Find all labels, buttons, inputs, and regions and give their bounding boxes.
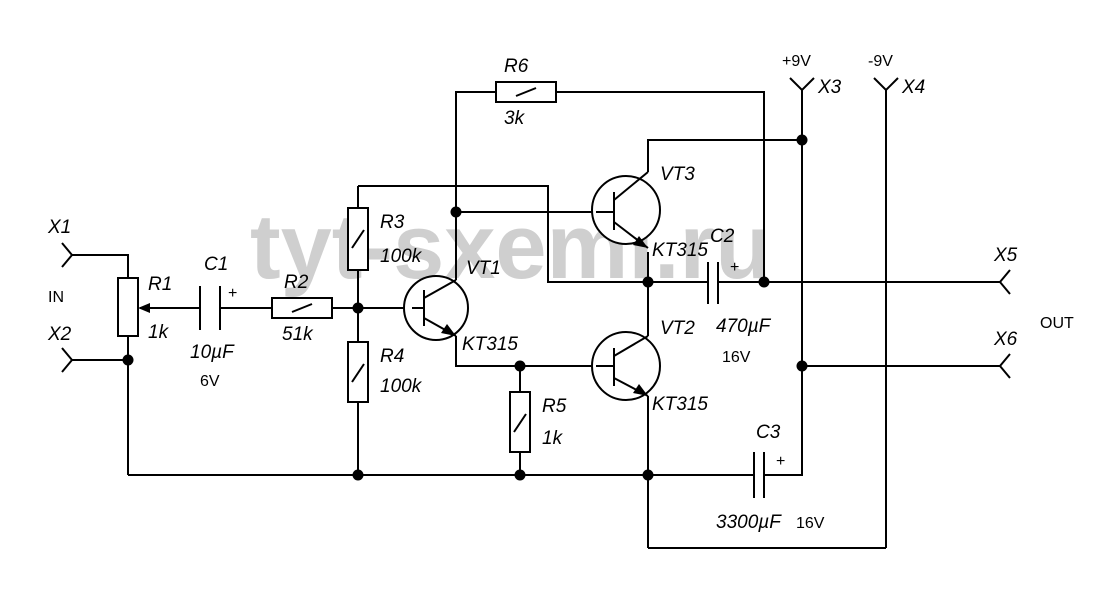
c1-plus: + [228, 285, 237, 302]
r3-value: 100k [380, 246, 423, 267]
c2-voltage: 16V [722, 349, 751, 366]
vt1-type: KT315 [462, 334, 518, 355]
connector-x6-label: X6 [993, 329, 1018, 350]
vt2-ref: VT2 [660, 318, 695, 339]
vt3-ref: VT3 [660, 164, 695, 185]
input-label: IN [48, 289, 64, 306]
resistor-r1: R1 1k [117, 274, 172, 343]
connector-x5-label: X5 [993, 245, 1018, 266]
c2-value: 470µF [716, 316, 772, 337]
vt1-ref: VT1 [466, 258, 501, 279]
vt3-type: KT315 [652, 240, 708, 261]
connector-x6: X6 [993, 329, 1018, 379]
connector-x4: -9V X4 [868, 53, 925, 98]
r5-ref: R5 [542, 396, 567, 417]
connector-x5: X5 [993, 245, 1018, 295]
r6-value: 3k [504, 108, 526, 129]
c3-value: 3300µF [716, 512, 782, 533]
r3-ref: R3 [380, 212, 405, 233]
resistor-r2: R2 51k [271, 272, 333, 345]
capacitor-c3: + C3 3300µF 16V [716, 422, 825, 533]
negative-supply-label: -9V [868, 53, 893, 70]
transistor-vt2: VT2 KT315 [591, 318, 708, 415]
r4-value: 100k [380, 376, 423, 397]
capacitor-c2: + C2 470µF 16V [707, 226, 772, 366]
c1-value: 10µF [190, 342, 235, 363]
r6-ref: R6 [504, 56, 529, 77]
wires [72, 90, 1000, 549]
c1-ref: C1 [204, 254, 228, 275]
connector-x1: X1 [47, 217, 74, 268]
junction-dots [122, 134, 808, 481]
vt2-type: KT315 [652, 394, 708, 415]
positive-supply-label: +9V [782, 53, 811, 70]
connector-x2-label: X2 [47, 324, 72, 345]
c1-voltage: 6V [200, 373, 220, 390]
resistor-r6: R6 3k [495, 56, 557, 129]
connector-x4-label: X4 [901, 77, 925, 98]
capacitor-c1: + C1 10µF 6V [190, 254, 237, 390]
connector-x3-label: X3 [817, 77, 842, 98]
connector-x2: X2 [47, 324, 74, 373]
r4-ref: R4 [380, 346, 404, 367]
resistor-r3: R3 100k [347, 207, 423, 271]
c3-voltage: 16V [796, 515, 825, 532]
resistor-r5: R5 1k [509, 391, 567, 453]
connector-x1-label: X1 [47, 217, 71, 238]
r1-ref: R1 [148, 274, 172, 295]
c2-ref: C2 [710, 226, 735, 247]
resistor-r4: R4 100k [347, 341, 423, 403]
output-label: OUT [1040, 315, 1074, 332]
c2-plus: + [730, 259, 739, 276]
transistor-vt3: VT3 KT315 [591, 164, 708, 261]
transistor-vt1: VT1 KT315 [403, 258, 518, 355]
r1-value: 1k [148, 322, 170, 343]
connector-x3: +9V X3 [782, 53, 842, 98]
r2-value: 51k [282, 324, 314, 345]
c3-plus: + [776, 453, 785, 470]
c3-ref: C3 [756, 422, 781, 443]
r2-ref: R2 [284, 272, 309, 293]
r5-value: 1k [542, 428, 564, 449]
